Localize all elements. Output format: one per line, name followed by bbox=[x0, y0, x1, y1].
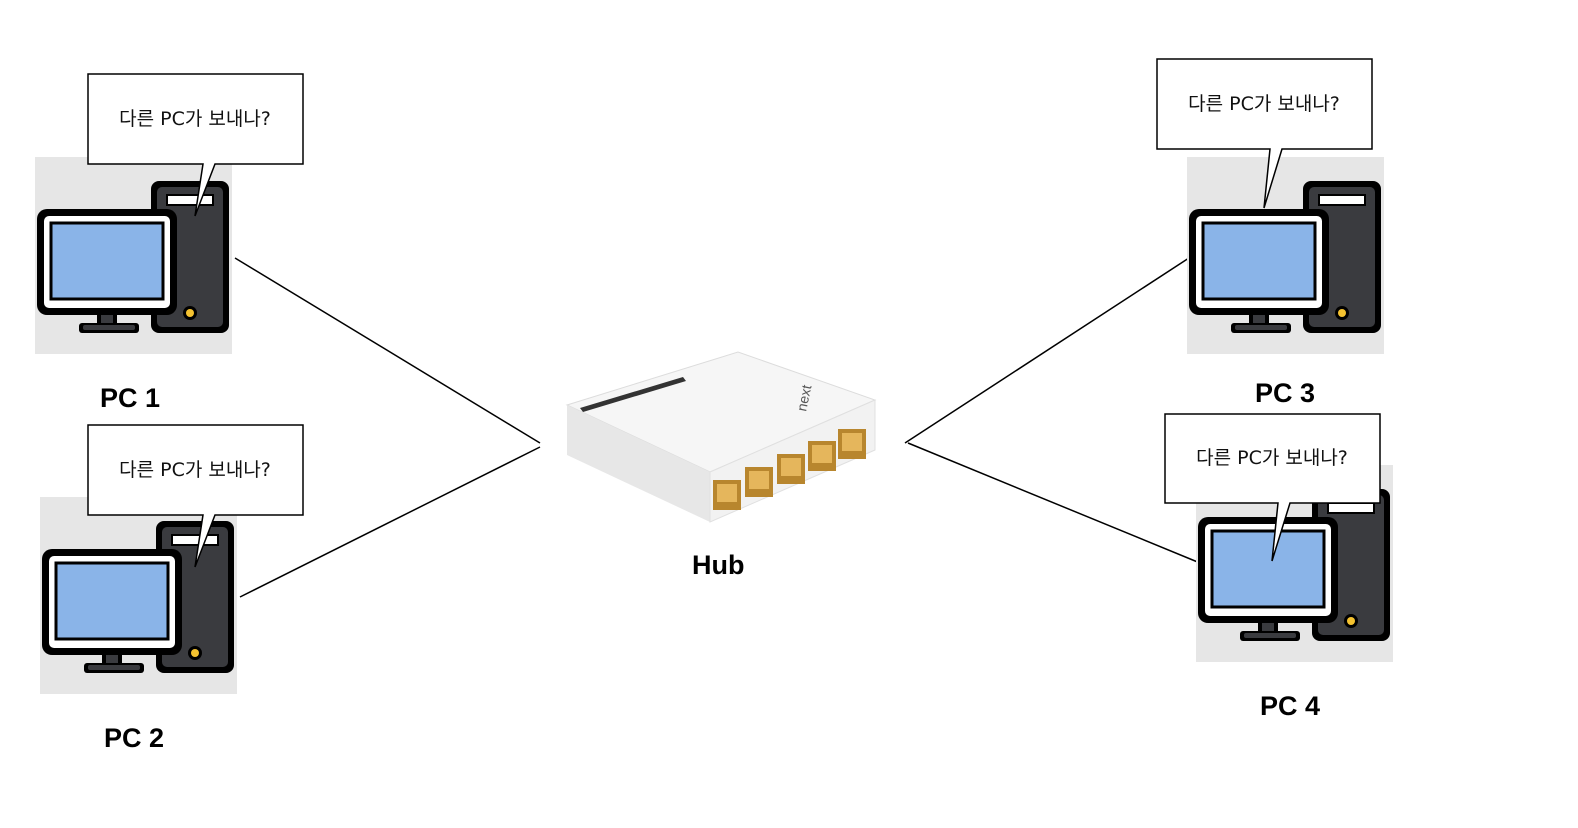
hub-brand-logo: next bbox=[793, 383, 814, 412]
ethernet-port bbox=[713, 480, 741, 510]
desktop-computer-icon bbox=[1185, 155, 1386, 356]
ethernet-port bbox=[777, 454, 805, 484]
speech-text: 다른 PC가 보내나? bbox=[1188, 93, 1340, 115]
pc-2: PC 2 다른 PC가 보내나? bbox=[38, 424, 304, 753]
ethernet-port bbox=[838, 429, 866, 459]
pc-label: PC 3 bbox=[1255, 378, 1315, 408]
hub-label: Hub bbox=[692, 550, 744, 580]
pc-4: PC 4 다른 PC가 보내나? bbox=[1164, 413, 1395, 721]
link-pc1-hub bbox=[234, 257, 541, 444]
hub-ports bbox=[713, 429, 866, 510]
link-pc4-hub bbox=[907, 442, 1201, 564]
speech-text: 다른 PC가 보내나? bbox=[119, 108, 271, 130]
speech-bubble: 다른 PC가 보내나? bbox=[1156, 58, 1373, 209]
speech-text: 다른 PC가 보내나? bbox=[1196, 447, 1348, 469]
speech-bubble: 다른 PC가 보내나? bbox=[1164, 413, 1381, 562]
ethernet-port bbox=[745, 467, 773, 497]
connection-lines bbox=[234, 255, 1201, 598]
pc-label: PC 4 bbox=[1260, 691, 1320, 721]
ethernet-port bbox=[808, 441, 836, 471]
pc-3: PC 3 다른 PC가 보내나? bbox=[1156, 58, 1386, 408]
link-pc3-hub bbox=[904, 255, 1193, 444]
network-hub: next Hub bbox=[565, 351, 877, 580]
pc-1: PC 1 다른 PC가 보내나? bbox=[33, 73, 304, 413]
speech-text: 다른 PC가 보내나? bbox=[119, 459, 271, 481]
link-pc2-hub bbox=[239, 446, 541, 598]
pc-label: PC 2 bbox=[104, 723, 164, 753]
speech-bubble: 다른 PC가 보내나? bbox=[87, 424, 304, 568]
pc-label: PC 1 bbox=[100, 383, 160, 413]
speech-bubble: 다른 PC가 보내나? bbox=[87, 73, 304, 217]
